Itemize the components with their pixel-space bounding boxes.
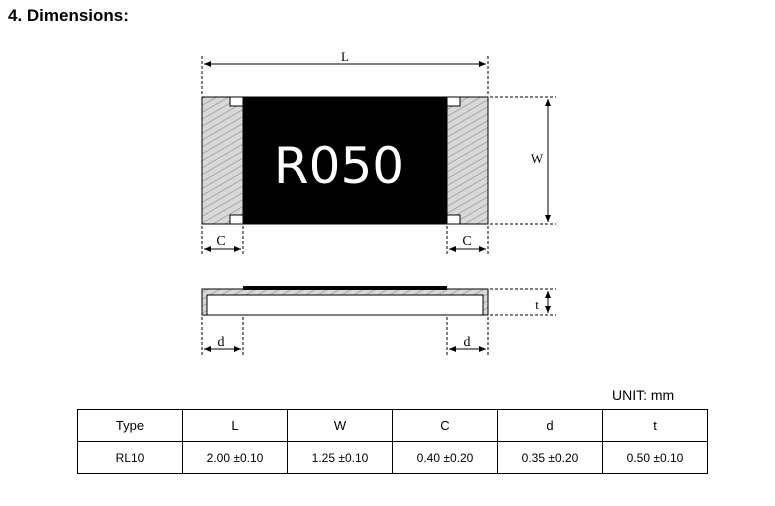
label-t: t [535, 297, 539, 312]
label-d-right: d [464, 335, 471, 350]
dimension-L [201, 56, 489, 95]
resistive-body [243, 97, 447, 224]
section-heading: 4. Dimensions: [8, 6, 129, 25]
dimension-t [490, 288, 556, 316]
top-view: R050 [201, 96, 489, 225]
header-L: L [182, 409, 288, 442]
label-C-right: C [462, 234, 471, 249]
resistor-marking: R050 [274, 137, 404, 195]
side-view [201, 286, 489, 316]
header-d: d [497, 409, 603, 442]
resistive-layer [243, 286, 447, 290]
label-d-left: d [218, 335, 225, 350]
header-W: W [287, 409, 393, 442]
left-terminal [201, 96, 244, 225]
label-L: L [341, 49, 349, 64]
cell-W: 1.25 ±0.10 [287, 441, 393, 474]
table-row: RL10 2.00 ±0.10 1.25 ±0.10 0.40 ±0.20 0.… [77, 441, 708, 474]
cell-type: RL10 [77, 441, 183, 474]
header-type: Type [77, 409, 183, 442]
dimension-d [201, 317, 489, 356]
header-C: C [392, 409, 498, 442]
cell-C: 0.40 ±0.20 [392, 441, 498, 474]
cell-L: 2.00 ±0.10 [182, 441, 288, 474]
dimension-W [490, 96, 556, 225]
header-t: t [602, 409, 708, 442]
resistor-dimension-drawing: R050 L W C C t [201, 49, 556, 356]
cell-t: 0.50 ±0.10 [602, 441, 708, 474]
dimension-C [201, 226, 489, 256]
dimensions-table: Type L W C d t RL10 2.00 ±0.10 1.25 ±0.1… [77, 409, 708, 474]
label-C-left: C [216, 234, 225, 249]
cell-d: 0.35 ±0.20 [497, 441, 603, 474]
unit-label: UNIT: mm [612, 387, 675, 403]
table-header-row: Type L W C d t [77, 409, 708, 442]
label-W: W [531, 151, 544, 166]
right-terminal [446, 96, 489, 225]
